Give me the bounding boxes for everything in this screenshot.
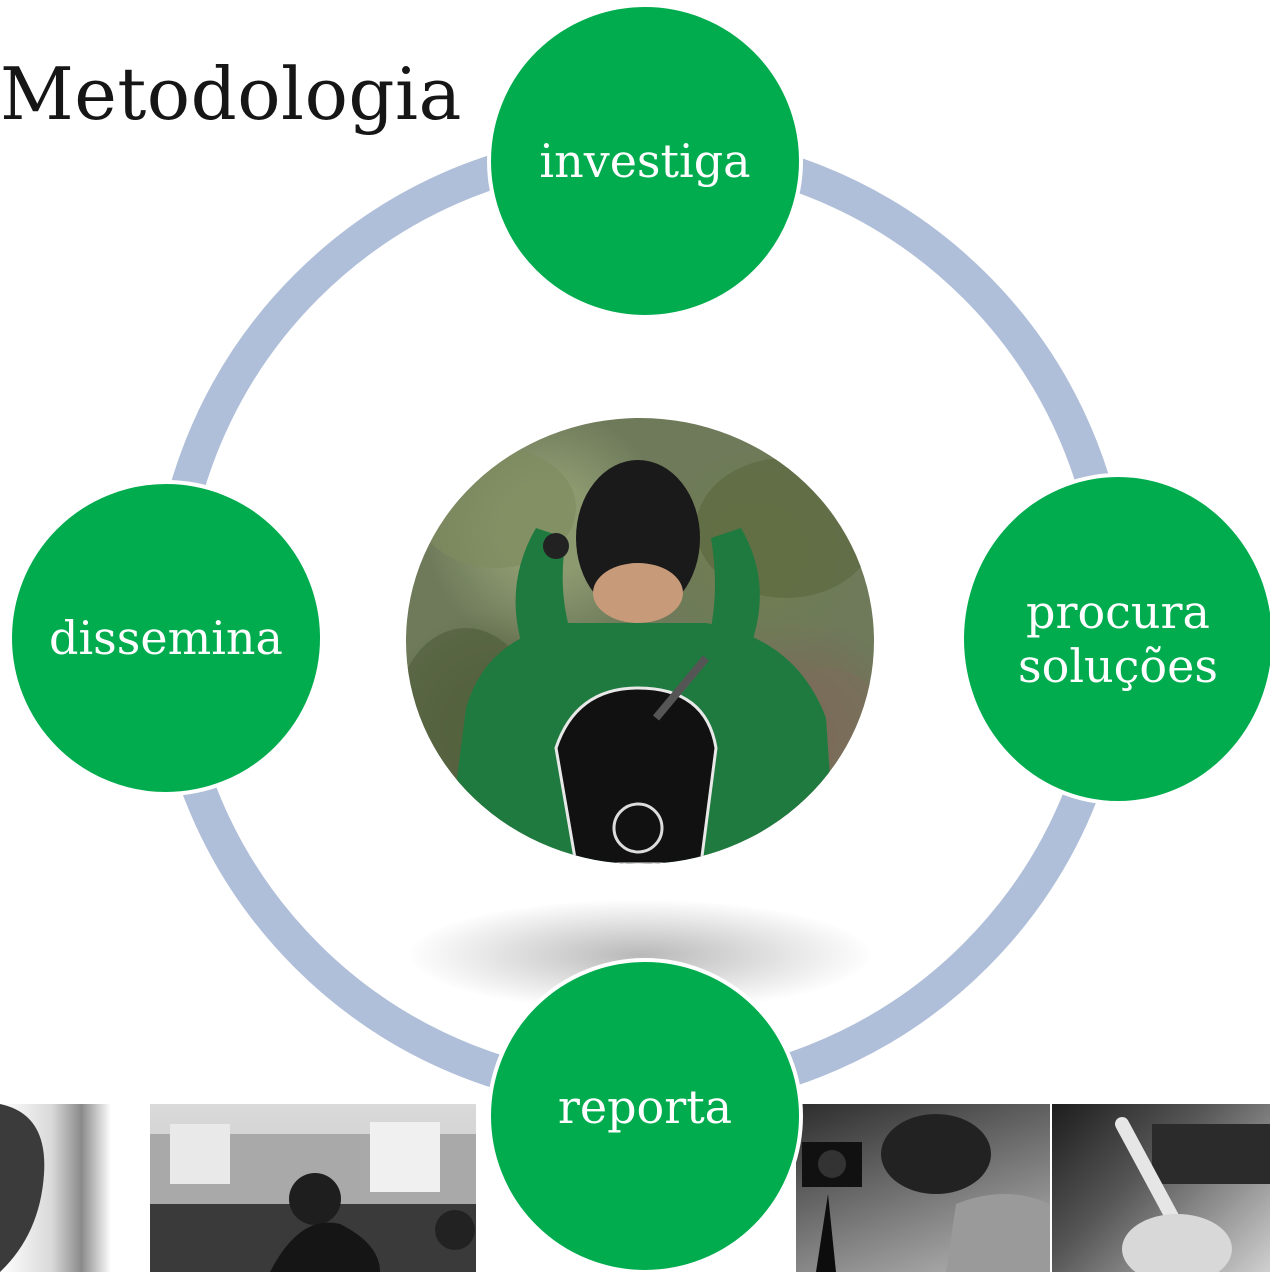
node-procura-solucoes: procura soluções	[960, 473, 1270, 805]
node-investiga: investiga	[487, 3, 803, 319]
bottom-photo-writing	[1052, 1104, 1270, 1272]
person-with-binoculars-image	[406, 448, 874, 864]
node-dissemina-label: dissemina	[49, 610, 283, 665]
center-photo	[406, 418, 874, 864]
node-dissemina: dissemina	[8, 480, 324, 796]
node-reporta: reporta	[487, 958, 803, 1274]
node-reporta-label: reporta	[557, 1079, 733, 1134]
node-investiga-label: investiga	[539, 133, 751, 188]
page-title: Metodologia	[0, 52, 462, 136]
bottom-photo-harbor	[150, 1104, 476, 1272]
bottom-photo-camera	[796, 1104, 1050, 1272]
bottom-photo-hat	[0, 1104, 148, 1272]
node-procura-line-2: soluções	[1018, 639, 1218, 693]
node-procura-line-1: procura	[1026, 584, 1210, 639]
